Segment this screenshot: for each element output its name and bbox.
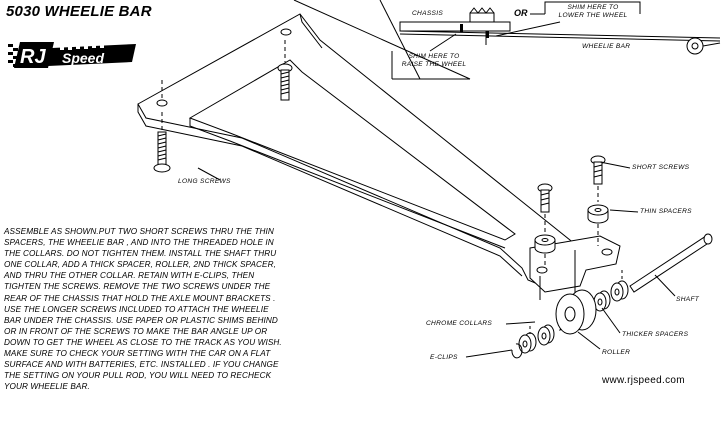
label-chassis: CHASSIS (412, 10, 444, 17)
website-url: www.rjspeed.com (602, 375, 685, 386)
instruction-line: TIGHTEN THE SCREWS. REMOVE THE TWO SCREW… (4, 282, 271, 292)
label-shaft: SHAFT (676, 296, 700, 303)
instruction-line: AND THRU THE OTHER COLLAR. RETAIN WITH E… (4, 271, 255, 281)
long-screw-left (153, 80, 171, 173)
thin-spacer-right (587, 204, 609, 224)
long-screw-right (277, 40, 293, 101)
instruction-line: USE THE LONGER SCREWS INCLUDED TO ATTACH… (4, 304, 269, 314)
label-shim-lower-line2: LOWER THE WHEEL (558, 12, 628, 19)
instruction-line: OR IN FRONT OF THE SCREWS TO MAKE THE BA… (4, 326, 268, 336)
label-thin-spacers: THIN SPACERS (640, 208, 692, 215)
label-chrome-collars: CHROME COLLARS (426, 320, 493, 327)
label-shim-lower-line1: SHIM HERE TO (567, 4, 619, 11)
instruction-line: BAR UNDER THE CHASSIS. USE PAPER OR PLAS… (4, 315, 278, 325)
instruction-line: SPACERS, THE WHEELIE BAR , AND INTO THE … (4, 238, 274, 248)
label-e-clips: E-CLIPS (430, 354, 458, 361)
short-screw-left (537, 183, 553, 232)
instruction-line: SURFACE AND WITH BATTERIES, ETC. INSTALL… (4, 360, 279, 370)
instruction-line: YOUR WHEELIE BAR. (4, 382, 90, 392)
svg-text:RJ: RJ (20, 46, 46, 68)
logo-graphic: RJ Speed (8, 42, 136, 68)
label-shim-raise-line1: SHIM HERE TO (408, 53, 460, 60)
label-thicker-spacers: THICKER SPACERS (622, 331, 689, 338)
leader-lines (197, 161, 676, 358)
label-wheelie-bar: WHEELIE BAR (582, 43, 631, 50)
inset-callout (293, 0, 721, 80)
assembly-instructions: ASSEMBLE AS SHOWN.PUT TWO SHORT SCREWS T… (4, 226, 364, 392)
label-long-screws: LONG SCREWS (178, 178, 231, 185)
thin-spacer-left (534, 234, 556, 254)
instruction-line: ONE COLLAR, ADD A THICK SPACER, ROLLER, … (4, 260, 276, 270)
instruction-line: THE SETTING ON YOUR PULL ROD, YOU WILL N… (4, 371, 272, 381)
label-shim-lower: SHIM HERE TO LOWER THE WHEEL (548, 4, 638, 20)
label-or: OR (514, 8, 528, 18)
instruction-line: REAR OF THE CHASSIS THAT HOLD THE AXLE M… (4, 293, 276, 303)
page-title: 5030 WHEELIE BAR (6, 3, 152, 20)
label-shim-raise: SHIM HERE TO RAISE THE WHEEL (398, 53, 470, 69)
svg-text:Speed: Speed (62, 50, 104, 66)
label-short-screws: SHORT SCREWS (632, 164, 690, 171)
instruction-line: MAKE SURE TO CHECK YOUR SETTING WITH THE… (4, 349, 271, 359)
roller-assembly (511, 270, 629, 359)
instruction-line: THE COLLARS. DO NOT TIGHTEN THEM. INSTAL… (4, 249, 277, 259)
instruction-line: ASSEMBLE AS SHOWN.PUT TWO SHORT SCREWS T… (4, 227, 274, 236)
rjspeed-logo: RJ Speed (6, 38, 144, 72)
label-shim-raise-line2: RAISE THE WHEEL (401, 61, 467, 68)
instruction-line: DOWN TO GET THE WHEEL AS CLOSE TO THE TR… (4, 337, 282, 347)
label-roller: ROLLER (602, 349, 631, 356)
